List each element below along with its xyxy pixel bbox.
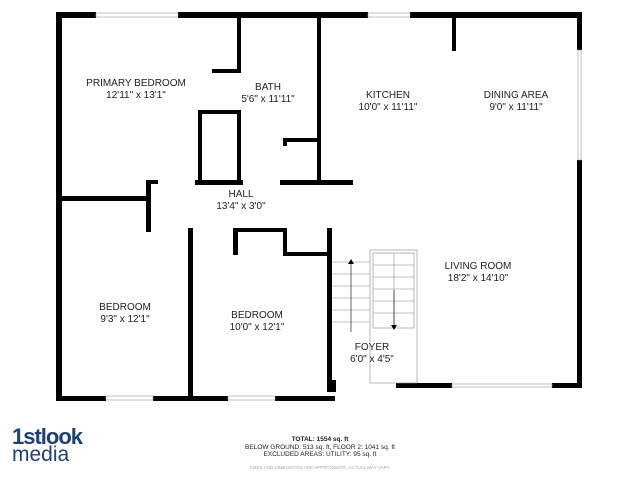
windows: [95, 12, 582, 401]
room-name: LIVING ROOM: [444, 261, 512, 272]
room-name: KITCHEN: [366, 90, 410, 101]
logo-line2: media: [12, 443, 70, 466]
room-dims: 9'3" x 12'1": [100, 314, 150, 325]
room-name: HALL: [228, 189, 254, 200]
stair-up-arrow: [348, 259, 354, 264]
room-dims: 10'0" x 11'11": [358, 102, 418, 113]
room-name: DINING AREA: [483, 90, 549, 101]
total-area: TOTAL: 1554 sq. ft: [291, 436, 349, 443]
excluded-areas: EXCLUDED AREAS: UTILITY: 95 sq. ft: [263, 451, 377, 458]
room-name: BATH: [255, 82, 281, 93]
room-name: BEDROOM: [99, 302, 151, 313]
logo-line1: 1stlook: [12, 424, 83, 449]
disclaimer: SIZES AND DIMENSIONS ARE APPROXIMATE, AC…: [249, 464, 391, 470]
room-dims: 18'2" x 14'10": [447, 273, 509, 284]
room-dims: 13'4" x 3'0": [216, 201, 266, 212]
logo: 1stlook media: [12, 424, 83, 466]
room-dims: 12'11" x 13'1": [106, 90, 166, 101]
floor-areas: BELOW GROUND: 513 sq. ft, FLOOR 2: 1041 …: [245, 443, 395, 451]
room-dims: 10'0" x 12'1": [229, 322, 285, 333]
walls: [56, 12, 582, 401]
area-summary: TOTAL: 1554 sq. ft BELOW GROUND: 513 sq.…: [0, 436, 640, 471]
room-dims: 5'6" x 11'11": [241, 94, 295, 105]
room-name: PRIMARY BEDROOM: [86, 78, 186, 89]
room-name: FOYER: [354, 342, 390, 353]
room-dims: 6'0" x 4'5": [350, 354, 394, 365]
stair-down-arrow: [391, 325, 397, 330]
room-dims: 9'0" x 11'11": [489, 102, 543, 113]
room-name: BEDROOM: [231, 310, 283, 321]
